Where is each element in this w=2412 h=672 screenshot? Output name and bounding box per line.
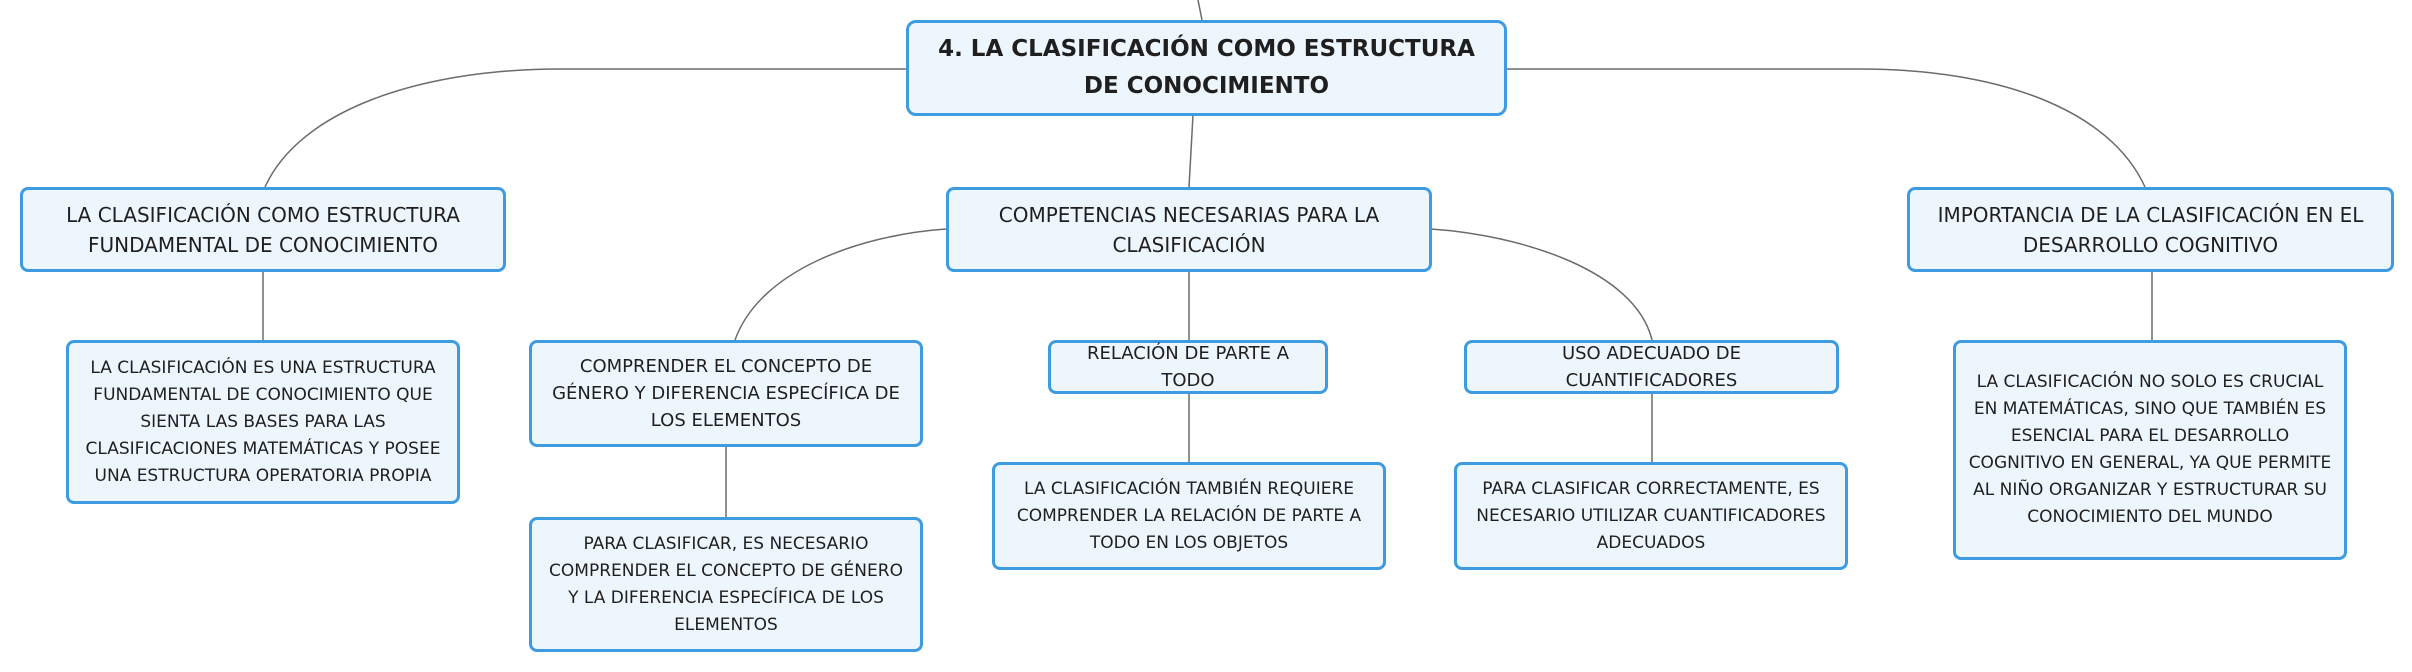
leaf-genero-diferencia[interactable]: PARA CLASIFICAR, ES NECESARIO COMPRENDER… [529, 517, 923, 652]
leaf-label: PARA CLASIFICAR, ES NECESARIO COMPRENDER… [549, 533, 903, 635]
connector-top-stub [1197, 0, 1203, 21]
sub-genero-diferencia[interactable]: COMPRENDER EL CONCEPTO DE GÉNERO Y DIFER… [529, 340, 923, 447]
branch-estructura-fundamental[interactable]: LA CLASIFICACIÓN COMO ESTRUCTURA FUNDAME… [20, 187, 506, 272]
sub-parte-a-todo[interactable]: RELACIÓN DE PARTE A TODO [1048, 340, 1328, 394]
root-topic[interactable]: 4. LA CLASIFICACIÓN COMO ESTRUCTURA DE C… [906, 20, 1507, 116]
branch-label: LA CLASIFICACIÓN COMO ESTRUCTURA FUNDAME… [66, 202, 460, 257]
connector-root-branch-1 [264, 68, 906, 188]
branch-importancia-desarrollo-cognitivo[interactable]: IMPORTANCIA DE LA CLASIFICACIÓN EN EL DE… [1907, 187, 2394, 272]
sub-label: RELACIÓN DE PARTE A TODO [1086, 343, 1290, 391]
connector-branch-2-sub-3 [1430, 228, 1653, 341]
sub-label: USO ADECUADO DE CUANTIFICADORES [1561, 343, 1742, 391]
connector-root-branch-3 [1507, 68, 2146, 188]
branch-competencias-necesarias[interactable]: COMPETENCIAS NECESARIAS PARA LA CLASIFIC… [946, 187, 1432, 272]
connector-root-branch-2 [1188, 114, 1194, 188]
leaf-desarrollo-cognitivo[interactable]: LA CLASIFICACIÓN NO SOLO ES CRUCIAL EN M… [1953, 340, 2347, 560]
branch-label: COMPETENCIAS NECESARIAS PARA LA CLASIFIC… [998, 202, 1380, 257]
leaf-label: LA CLASIFICACIÓN TAMBIÉN REQUIERE COMPRE… [1016, 478, 1362, 553]
leaf-label: PARA CLASIFICAR CORRECTAMENTE, ES NECESA… [1476, 478, 1826, 553]
leaf-cuantificadores[interactable]: PARA CLASIFICAR CORRECTAMENTE, ES NECESA… [1454, 462, 1848, 570]
branch-label: IMPORTANCIA DE LA CLASIFICACIÓN EN EL DE… [1937, 202, 2364, 257]
leaf-estructura-operatoria[interactable]: LA CLASIFICACIÓN ES UNA ESTRUCTURA FUNDA… [66, 340, 460, 504]
sub-cuantificadores[interactable]: USO ADECUADO DE CUANTIFICADORES [1464, 340, 1839, 394]
connector-branch-2-sub-1 [734, 228, 947, 341]
leaf-label: LA CLASIFICACIÓN ES UNA ESTRUCTURA FUNDA… [85, 357, 441, 486]
sub-label: COMPRENDER EL CONCEPTO DE GÉNERO Y DIFER… [552, 356, 900, 431]
leaf-parte-a-todo[interactable]: LA CLASIFICACIÓN TAMBIÉN REQUIERE COMPRE… [992, 462, 1386, 570]
root-topic-label: 4. LA CLASIFICACIÓN COMO ESTRUCTURA DE C… [938, 36, 1475, 99]
leaf-label: LA CLASIFICACIÓN NO SOLO ES CRUCIAL EN M… [1968, 372, 2332, 527]
